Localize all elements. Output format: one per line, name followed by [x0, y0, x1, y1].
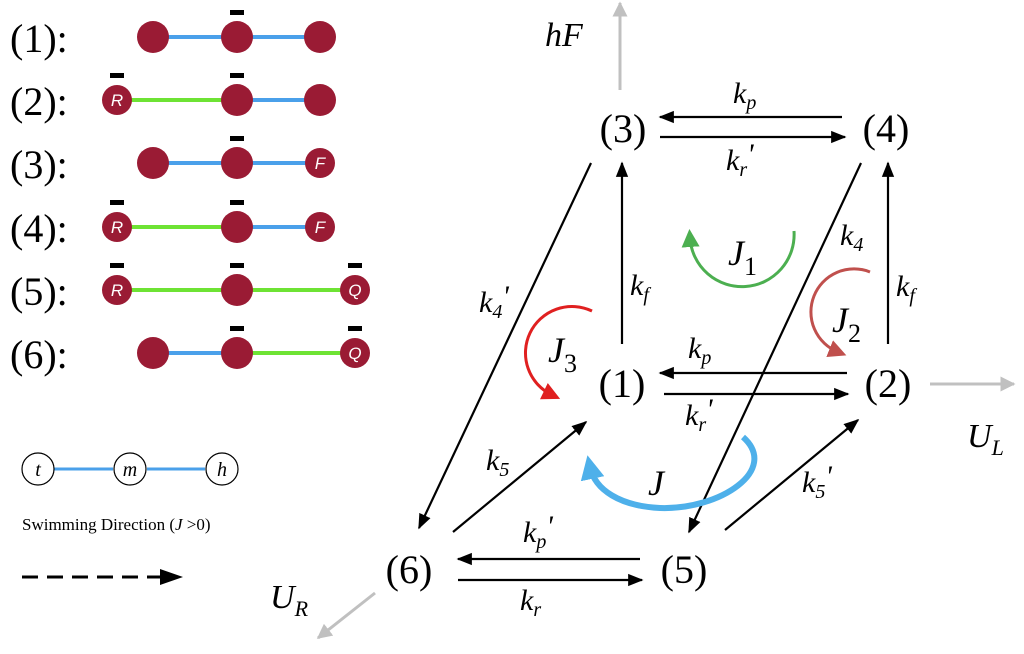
key-label-h: h [217, 459, 227, 481]
transition-arrows [418, 110, 895, 587]
state-nodes: (3) (4) (1) (2) (6) (5) [386, 106, 912, 592]
rate-k5-prime: k5' [802, 460, 832, 503]
bead [102, 85, 132, 115]
rate-k4: k4 [840, 219, 863, 256]
bead-key: t m h [21, 452, 239, 486]
bead [340, 338, 370, 368]
rate-kr-mid: kr' [685, 393, 713, 436]
state-legend-row: (4): R F [10, 200, 335, 251]
state-legend-row: (5): R Q [10, 263, 370, 314]
rate-kf-left: kf [630, 269, 651, 306]
UR-label: UR [270, 579, 309, 621]
rate-labels: kp kr' kp kr' kp' kr kf kf k4 k4' k5 k5' [479, 77, 917, 621]
state-label: (4): [10, 206, 68, 251]
bead [304, 84, 336, 116]
state-legend: (1): (2): R (3): F (4): R F (5): R Q (6): Q [10, 10, 370, 377]
bead [305, 148, 335, 178]
state-node-4[interactable]: (4) [863, 106, 910, 151]
state-node-2[interactable]: (2) [865, 361, 912, 406]
J1-cycle-arrow [681, 229, 796, 289]
rate-kp-bot: kp' [523, 510, 553, 553]
rate-kr-top: kr' [726, 138, 754, 181]
J2-cycle-arrow [809, 267, 871, 357]
rate-kp-top: kp [733, 77, 756, 114]
rate-kf-right: kf [896, 270, 917, 307]
charge-bar [110, 263, 124, 268]
J3-cycle-arrow [524, 305, 593, 400]
bead-letter: F [315, 218, 327, 237]
charge-bar [348, 326, 362, 331]
bead-letter: R [111, 91, 123, 110]
key-label-t: t [35, 459, 41, 481]
bead-letter: R [111, 218, 123, 237]
state-node-3[interactable]: (3) [600, 106, 647, 151]
bead-letter: Q [348, 344, 361, 363]
charge-bar [230, 200, 244, 205]
rate-k4-prime: k4' [479, 280, 509, 323]
bead [102, 275, 132, 305]
bead [137, 337, 169, 369]
bead [221, 274, 253, 306]
arrow-3-to-6 [418, 162, 592, 530]
J-label: J [648, 463, 666, 503]
bead [340, 275, 370, 305]
bead [221, 84, 253, 116]
key-label-m: m [123, 459, 137, 481]
state-label: (1): [10, 16, 68, 61]
charge-bar [230, 263, 244, 268]
bead [305, 212, 335, 242]
UL-label: UL [967, 418, 1004, 460]
dashed-direction-arrow [22, 569, 183, 585]
bead [137, 21, 169, 53]
arrow-5-to-2 [724, 419, 860, 531]
charge-bar [348, 263, 362, 268]
rate-k5: k5 [486, 444, 509, 481]
UR-output-arrow [316, 591, 376, 640]
state-legend-row: (6): Q [10, 326, 370, 377]
state-node-6[interactable]: (6) [386, 547, 433, 592]
bead-letter: Q [348, 281, 361, 300]
current-labels: J1 J2 J3 J [548, 233, 861, 503]
bead [221, 211, 253, 243]
state-label: (3): [10, 142, 68, 187]
state-label: (2): [10, 79, 68, 124]
state-legend-row: (3): F [10, 136, 335, 187]
charge-bar [110, 73, 124, 78]
state-node-5[interactable]: (5) [661, 547, 708, 592]
J1-label: J1 [728, 233, 757, 281]
state-legend-row: (2): R [10, 73, 336, 124]
J3-label: J3 [548, 330, 577, 378]
state-node-1[interactable]: (1) [599, 361, 646, 406]
J-cycle-arrow [580, 434, 758, 512]
arrow-6-to-1 [452, 421, 588, 533]
charge-bar [110, 200, 124, 205]
charge-bar [230, 73, 244, 78]
charge-bar [230, 136, 244, 141]
state-legend-row: (1): [10, 10, 336, 61]
bead [221, 21, 253, 53]
state-label: (5): [10, 269, 68, 314]
bead [102, 212, 132, 242]
hF-label: hF [545, 17, 584, 54]
bead [221, 337, 253, 369]
bead-letter: F [315, 154, 327, 173]
state-label: (6): [10, 332, 68, 377]
bead [137, 147, 169, 179]
charge-bar [230, 10, 244, 15]
J2-label: J2 [832, 300, 861, 348]
bead [221, 147, 253, 179]
key-node-t [21, 452, 55, 486]
key-node-h [205, 452, 239, 486]
bead-letter: R [111, 281, 123, 300]
bead [304, 21, 336, 53]
arrow-4-to-5 [688, 162, 862, 534]
rate-kr-bot: kr [520, 584, 541, 621]
swimming-direction-label: Swimming Direction (J >0) [22, 515, 211, 534]
rate-kp-mid: kp [688, 332, 711, 369]
charge-bar [230, 326, 244, 331]
key-node-m [113, 452, 147, 486]
